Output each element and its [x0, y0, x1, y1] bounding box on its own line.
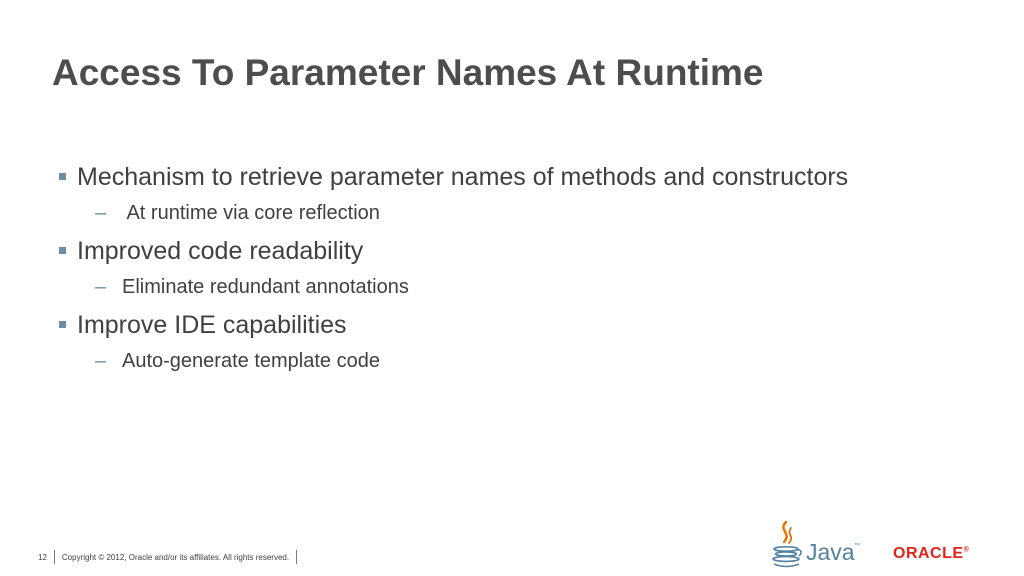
sub-bullet-item: – At runtime via core reflection [58, 199, 998, 227]
bullet-item: Mechanism to retrieve parameter names of… [58, 160, 998, 194]
slide-title: Access To Parameter Names At Runtime [52, 52, 764, 93]
bullet-text: Improved code readability [77, 237, 364, 265]
oracle-logo-text: ORACLE [893, 545, 964, 562]
copyright-text: Copyright © 2012, Oracle and/or its affi… [61, 552, 290, 562]
dash-bullet-icon: – [95, 202, 107, 224]
bullet-text: Mechanism to retrieve parameter names of… [77, 163, 849, 191]
footer-divider [53, 550, 55, 564]
page-number: 12 [38, 552, 47, 562]
dash-bullet-icon: – [95, 276, 107, 298]
sub-bullet-text: At runtime via core reflection [122, 202, 380, 224]
registered-symbol: ® [963, 546, 970, 554]
bullet-list: Mechanism to retrieve parameter names of… [58, 160, 998, 382]
dash-bullet-icon: – [95, 350, 107, 372]
sub-bullet-text: Eliminate redundant annotations [122, 276, 409, 298]
square-bullet-icon [59, 173, 66, 180]
java-steam-icon [782, 520, 788, 544]
sub-bullet-item: –Eliminate redundant annotations [58, 273, 998, 301]
java-logo-text: Java [806, 539, 855, 565]
bullet-item: Improve IDE capabilities [58, 308, 998, 342]
bullet-text: Improve IDE capabilities [77, 311, 347, 339]
sub-bullet-text: Auto-generate template code [122, 350, 380, 372]
square-bullet-icon [59, 247, 66, 254]
bullet-item: Improved code readability [58, 234, 998, 268]
slide-footer: 12 Copyright © 2012, Oracle and/or its a… [38, 548, 304, 566]
sub-bullet-item: –Auto-generate template code [58, 347, 998, 375]
square-bullet-icon [59, 321, 66, 328]
java-steam-icon [788, 527, 793, 544]
oracle-logo: ORACLE® [893, 545, 969, 563]
footer-divider [296, 550, 298, 564]
trademark-symbol: ™ [854, 542, 860, 549]
java-logo-icon: Java ™ [772, 520, 860, 568]
